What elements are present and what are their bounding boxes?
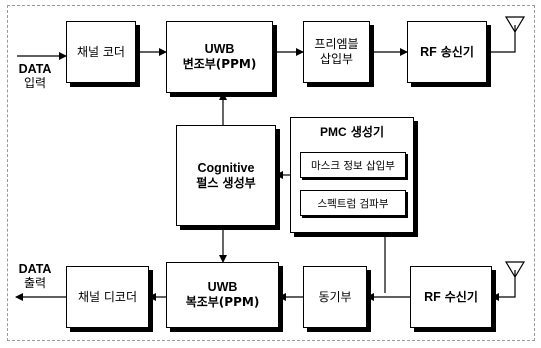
wire-antenna-rfrx (491, 270, 516, 301)
rf-receiver-block: RF 수신기 (410, 266, 492, 328)
data-output-label: DATA 출력 (12, 262, 58, 290)
rf-rx-prefix: RF (424, 289, 441, 304)
channel-decoder-label: 채널 디코더 (77, 289, 137, 304)
data-input-ko: 입력 (23, 76, 47, 90)
channel-coder-block: 채널 코더 (66, 21, 136, 83)
pmc-title-ko: 생성기 (350, 125, 384, 139)
uwb-modulator-title: UWB (204, 42, 235, 56)
preamble-line2: 삽입부 (319, 52, 354, 66)
spectrum-detector-block: 스펙트럼 검파부 (300, 190, 406, 216)
channel-decoder-block: 채널 디코더 (66, 266, 149, 328)
cognitive-subtitle: 펄스 생성부 (196, 175, 256, 190)
system-boundary (7, 5, 535, 341)
rf-rx-label: 수신기 (444, 289, 478, 304)
preamble-insert-block: 프리엠블 삽입부 (303, 21, 370, 83)
mask-info-insert-block: 마스크 정보 삽입부 (300, 152, 406, 178)
preamble-line1: 프리엠블 (314, 37, 359, 51)
cognitive-title: Cognitive (197, 160, 255, 175)
uwb-demodulator-block: UWB 복조부(PPM) (166, 262, 279, 328)
uwb-demodulator-subtitle: 복조부(PPM) (185, 295, 260, 309)
pmc-generator-title: PMC 생성기 (290, 123, 414, 140)
data-input-en: DATA (18, 62, 52, 76)
rf-transmitter-block: RF 송신기 (407, 21, 487, 83)
sync-label: 동기부 (318, 289, 352, 304)
uwb-modulator-subtitle: 변조부(PPM) (182, 57, 257, 71)
cognitive-pulse-generator-block: Cognitive 펄스 생성부 (176, 125, 276, 226)
uwb-modulator-block: UWB 변조부(PPM) (166, 21, 273, 93)
rf-tx-prefix: RF (420, 44, 437, 59)
mask-info-label: 마스크 정보 삽입부 (311, 159, 395, 172)
uwb-demodulator-title: UWB (207, 280, 238, 294)
sync-block: 동기부 (303, 266, 367, 328)
data-output-en: DATA (18, 262, 52, 276)
wire-rftx-antenna (487, 25, 516, 53)
antenna-rx-icon (504, 261, 526, 279)
pmc-title-en: PMC (320, 125, 347, 139)
channel-coder-label: 채널 코더 (77, 44, 125, 59)
spectrum-detector-label: 스펙트럼 검파부 (317, 197, 389, 210)
antenna-tx-icon (504, 16, 526, 34)
data-input-label: DATA 입력 (12, 62, 58, 90)
rf-tx-label: 송신기 (440, 44, 474, 59)
data-output-ko: 출력 (23, 276, 47, 290)
